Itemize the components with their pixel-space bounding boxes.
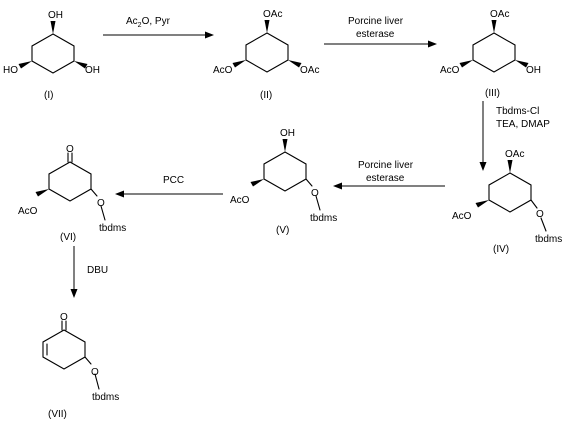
wedge-bond <box>74 61 88 69</box>
oac-label-top: OAc <box>490 9 509 20</box>
reagent-tea-dmap: TEA, DMAP <box>496 119 550 130</box>
arrow-pcc: PCC <box>115 175 223 198</box>
tbdms-label: tbdms <box>92 392 119 403</box>
ring-III <box>472 32 516 73</box>
wedge-bond <box>232 60 246 68</box>
bond-tbdms <box>540 217 547 232</box>
bond-o <box>530 199 538 209</box>
arrow-esterase-1: Porcine liver esterase <box>324 16 437 48</box>
wedge-bond <box>250 179 264 187</box>
aco-label-left: AcO <box>230 195 250 206</box>
arrow-head <box>70 289 78 298</box>
wedge-bond <box>459 60 473 68</box>
tbdms-label: tbdms <box>310 213 337 224</box>
oh-label-right: OH <box>85 65 100 76</box>
wedge-bond <box>18 61 32 69</box>
compound-VII: O O tbdms (VII) <box>42 312 119 420</box>
aco-label-left: AcO <box>440 65 460 76</box>
oac-label-right: OAc <box>300 65 319 76</box>
reagent-dbu: DBU <box>87 265 108 276</box>
oh-label-top: OH <box>48 10 63 21</box>
compound-label-VI: (VI) <box>60 232 76 243</box>
compound-label-V: (V) <box>276 225 289 236</box>
wedge-bond <box>282 139 288 152</box>
wedge-bond <box>288 60 302 68</box>
compound-II: OAc AcO OAc (II) <box>213 9 319 101</box>
ring-II <box>245 32 289 73</box>
o-label: O <box>97 198 105 209</box>
compound-III: OAc AcO OH (III) <box>440 9 541 99</box>
arrow-head <box>428 40 437 48</box>
wedge-bond <box>515 60 529 68</box>
o-label: O <box>91 367 99 378</box>
oh-label-right: OH <box>526 65 541 76</box>
arrow-esterase-2: Porcine liver esterase <box>333 160 445 190</box>
ring-VII <box>42 329 86 370</box>
wedge-bond <box>50 21 56 34</box>
o-label-top: O <box>66 144 74 155</box>
compound-IV: OAc AcO O tbdms (IV) <box>452 149 562 255</box>
bond-o <box>84 356 92 365</box>
oac-label-top: OAc <box>263 9 282 20</box>
bond-o <box>305 178 313 187</box>
compound-label-VII: (VII) <box>48 409 67 420</box>
reagent-tbdmscl: Tbdms-Cl <box>496 106 539 117</box>
ring-IV <box>488 172 532 213</box>
o-label: O <box>311 188 319 199</box>
bond-o <box>90 188 98 197</box>
aco-label-left: AcO <box>213 65 233 76</box>
bond-tbdms <box>94 373 100 390</box>
compound-label-II: (II) <box>260 90 272 101</box>
compound-label-IV: (IV) <box>493 244 509 255</box>
o-label-top: O <box>60 312 68 323</box>
compound-VI: O AcO O tbdms (VI) <box>18 144 126 243</box>
wedge-bond <box>35 189 49 197</box>
wedge-bond <box>264 20 270 33</box>
reagent-esterase-line1: Porcine liver <box>348 16 404 27</box>
aco-label-left: AcO <box>18 206 38 217</box>
bond-tbdms <box>315 195 321 211</box>
oac-label-top: OAc <box>505 149 524 160</box>
compound-I: OH HO OH (I) <box>3 10 100 101</box>
compound-V: OH AcO O tbdms (V) <box>230 128 337 236</box>
tbdms-label: tbdms <box>535 234 562 245</box>
reagent-esterase-line2: esterase <box>356 29 395 40</box>
compound-label-I: (I) <box>44 90 53 101</box>
ring-VI <box>48 161 92 202</box>
aco-label-left: AcO <box>452 211 472 222</box>
tbdms-label: tbdms <box>99 223 126 234</box>
ring-V <box>263 151 307 192</box>
arrow-dbu: DBU <box>70 246 108 298</box>
reagent-esterase-line2: esterase <box>366 173 405 184</box>
compound-label-III: (III) <box>485 88 500 99</box>
arrow-head <box>479 162 487 171</box>
ring-I <box>31 33 75 74</box>
reagent-pcc: PCC <box>163 175 184 186</box>
oh-label-top: OH <box>280 128 295 139</box>
bond-tbdms <box>100 205 106 221</box>
arrow-head <box>205 31 214 39</box>
wedge-bond <box>507 160 513 173</box>
o-label: O <box>536 209 544 220</box>
arrow-head <box>115 190 124 198</box>
arrow-head <box>333 182 342 190</box>
arrow-acetylation: Ac2O, Pyr <box>103 16 214 39</box>
arrow-silylation: Tbdms-Cl TEA, DMAP <box>479 101 550 171</box>
reagent-ac2o: Ac2O, Pyr <box>126 16 171 29</box>
ho-label-left: HO <box>3 65 18 76</box>
wedge-bond <box>475 200 489 208</box>
reagent-esterase-line1: Porcine liver <box>358 160 414 171</box>
wedge-bond <box>491 20 497 33</box>
